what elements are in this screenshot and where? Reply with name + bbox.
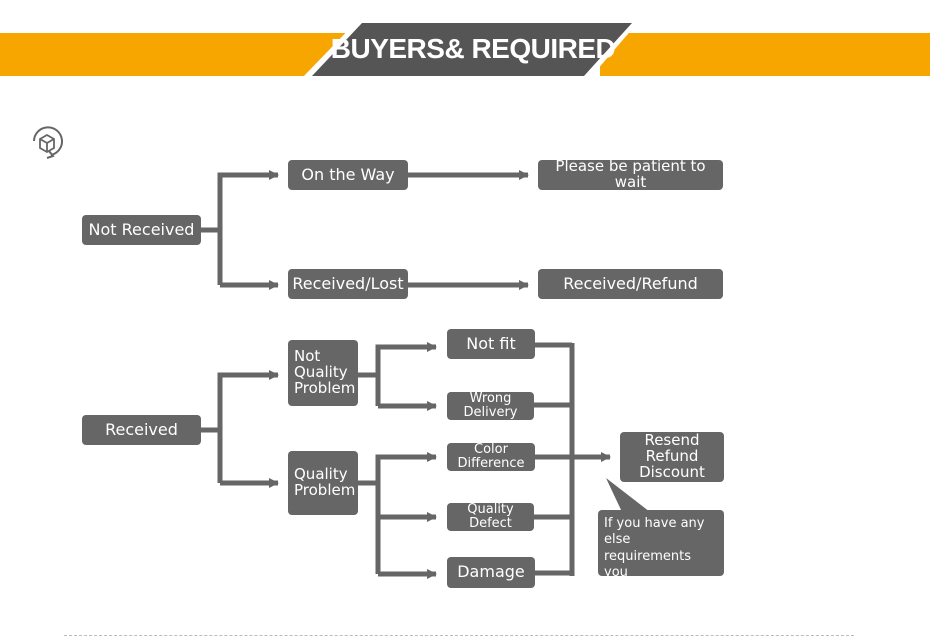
node-damage: Damage bbox=[447, 557, 535, 588]
callout-note: If you have any else requirements you co… bbox=[598, 510, 724, 596]
banner-title: BUYERS& REQUIRED bbox=[330, 33, 616, 64]
callout-pointer bbox=[606, 478, 650, 512]
node-not-quality-problem: Not Quality Problem bbox=[288, 340, 358, 406]
node-not-received: Not Received bbox=[82, 215, 201, 245]
node-color-difference: Color Difference bbox=[447, 443, 535, 471]
node-quality-problem: Quality Problem bbox=[288, 451, 358, 515]
banner-bar-left bbox=[0, 33, 345, 76]
connectors-not-received bbox=[201, 170, 529, 290]
node-received-refund: Received/Refund bbox=[538, 269, 723, 299]
node-received: Received bbox=[82, 415, 201, 445]
box-refresh-icon bbox=[33, 126, 63, 159]
node-received-lost: Received/Lost bbox=[288, 269, 408, 299]
node-resolution: Resend Refund Discount bbox=[620, 432, 724, 482]
node-quality-defect: Quality Defect bbox=[447, 503, 534, 531]
node-please-be-patient: Please be patient to wait bbox=[538, 158, 723, 190]
banner-bar-right bbox=[600, 33, 930, 76]
header-banner bbox=[0, 20, 930, 78]
connectors-received bbox=[201, 342, 611, 579]
node-wrong-delivery: Wrong Delivery bbox=[447, 392, 534, 420]
node-not-fit: Not fit bbox=[447, 329, 535, 359]
node-on-the-way: On the Way bbox=[288, 160, 408, 190]
footer-divider bbox=[64, 635, 854, 636]
banner-plate bbox=[312, 23, 632, 76]
